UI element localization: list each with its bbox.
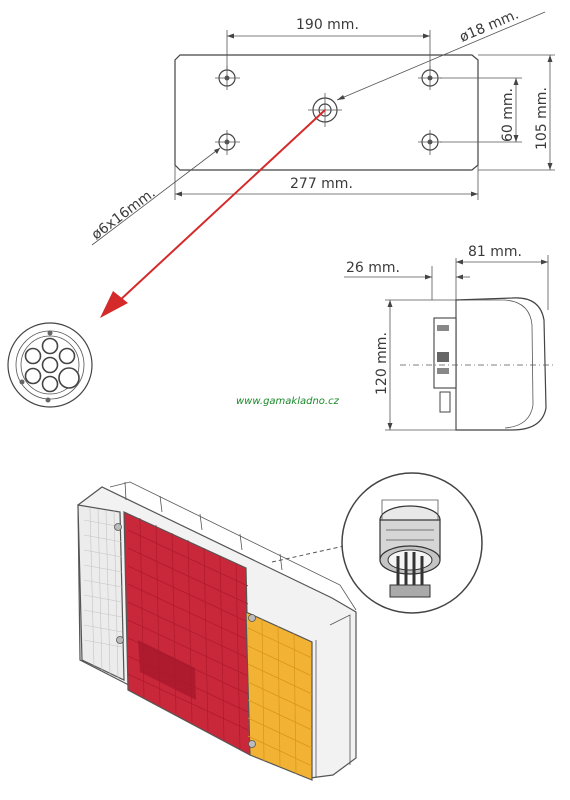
connector-pin: [41, 375, 59, 393]
dim-190-label: 190 mm.: [296, 17, 359, 33]
mounting-plate-view: 190 mm. ø18 mm. 60 mm. 105 mm.: [89, 7, 555, 318]
connector-pointer-arrow: [100, 109, 326, 318]
connector-pin: [58, 367, 80, 389]
side-view: 26 mm. 81 mm. 120 mm.: [344, 244, 556, 431]
connector-detail-bubble: [341, 472, 483, 614]
dim-81-label: 81 mm.: [468, 244, 522, 260]
lamp-screw: [248, 740, 256, 748]
dim-26-label: 26 mm.: [346, 260, 400, 276]
dim-depth-lines: [344, 255, 549, 310]
dim-6x16-label: ø6x16mm.: [89, 185, 159, 243]
website-watermark: www.gamakladno.cz: [236, 396, 340, 407]
connector-pin: [24, 367, 42, 385]
dim-60-line: [440, 77, 522, 143]
connector-pin: [58, 347, 76, 365]
mounting-plate-outline: [174, 54, 479, 171]
mount-hole-top-left: [215, 66, 240, 90]
connector-pin: [41, 356, 59, 374]
dim-190-line: [226, 30, 431, 70]
tail-lamp-perspective: [77, 481, 381, 781]
lamp-screw: [248, 614, 256, 622]
mount-hole-bottom-left: [215, 130, 240, 155]
dim-105-label: 105 mm.: [534, 87, 550, 150]
dim-18-leader: [336, 11, 546, 101]
clear-reverse-lens: [77, 504, 125, 681]
lamp-screw: [114, 523, 122, 531]
connector-socket-face: [7, 322, 93, 408]
connector-pin: [41, 337, 59, 355]
lamp-screw: [116, 636, 124, 644]
dim-120-label: 120 mm.: [374, 332, 390, 395]
dim-6x16-leader: [91, 147, 221, 246]
dim-277-label: 277 mm.: [290, 176, 353, 192]
dim-105-line: [478, 54, 555, 171]
lamp-side-profile: [455, 297, 547, 431]
dim-60-label: 60 mm.: [500, 88, 516, 142]
mount-hole-bottom-right: [418, 130, 442, 155]
connector-pin: [24, 347, 42, 365]
